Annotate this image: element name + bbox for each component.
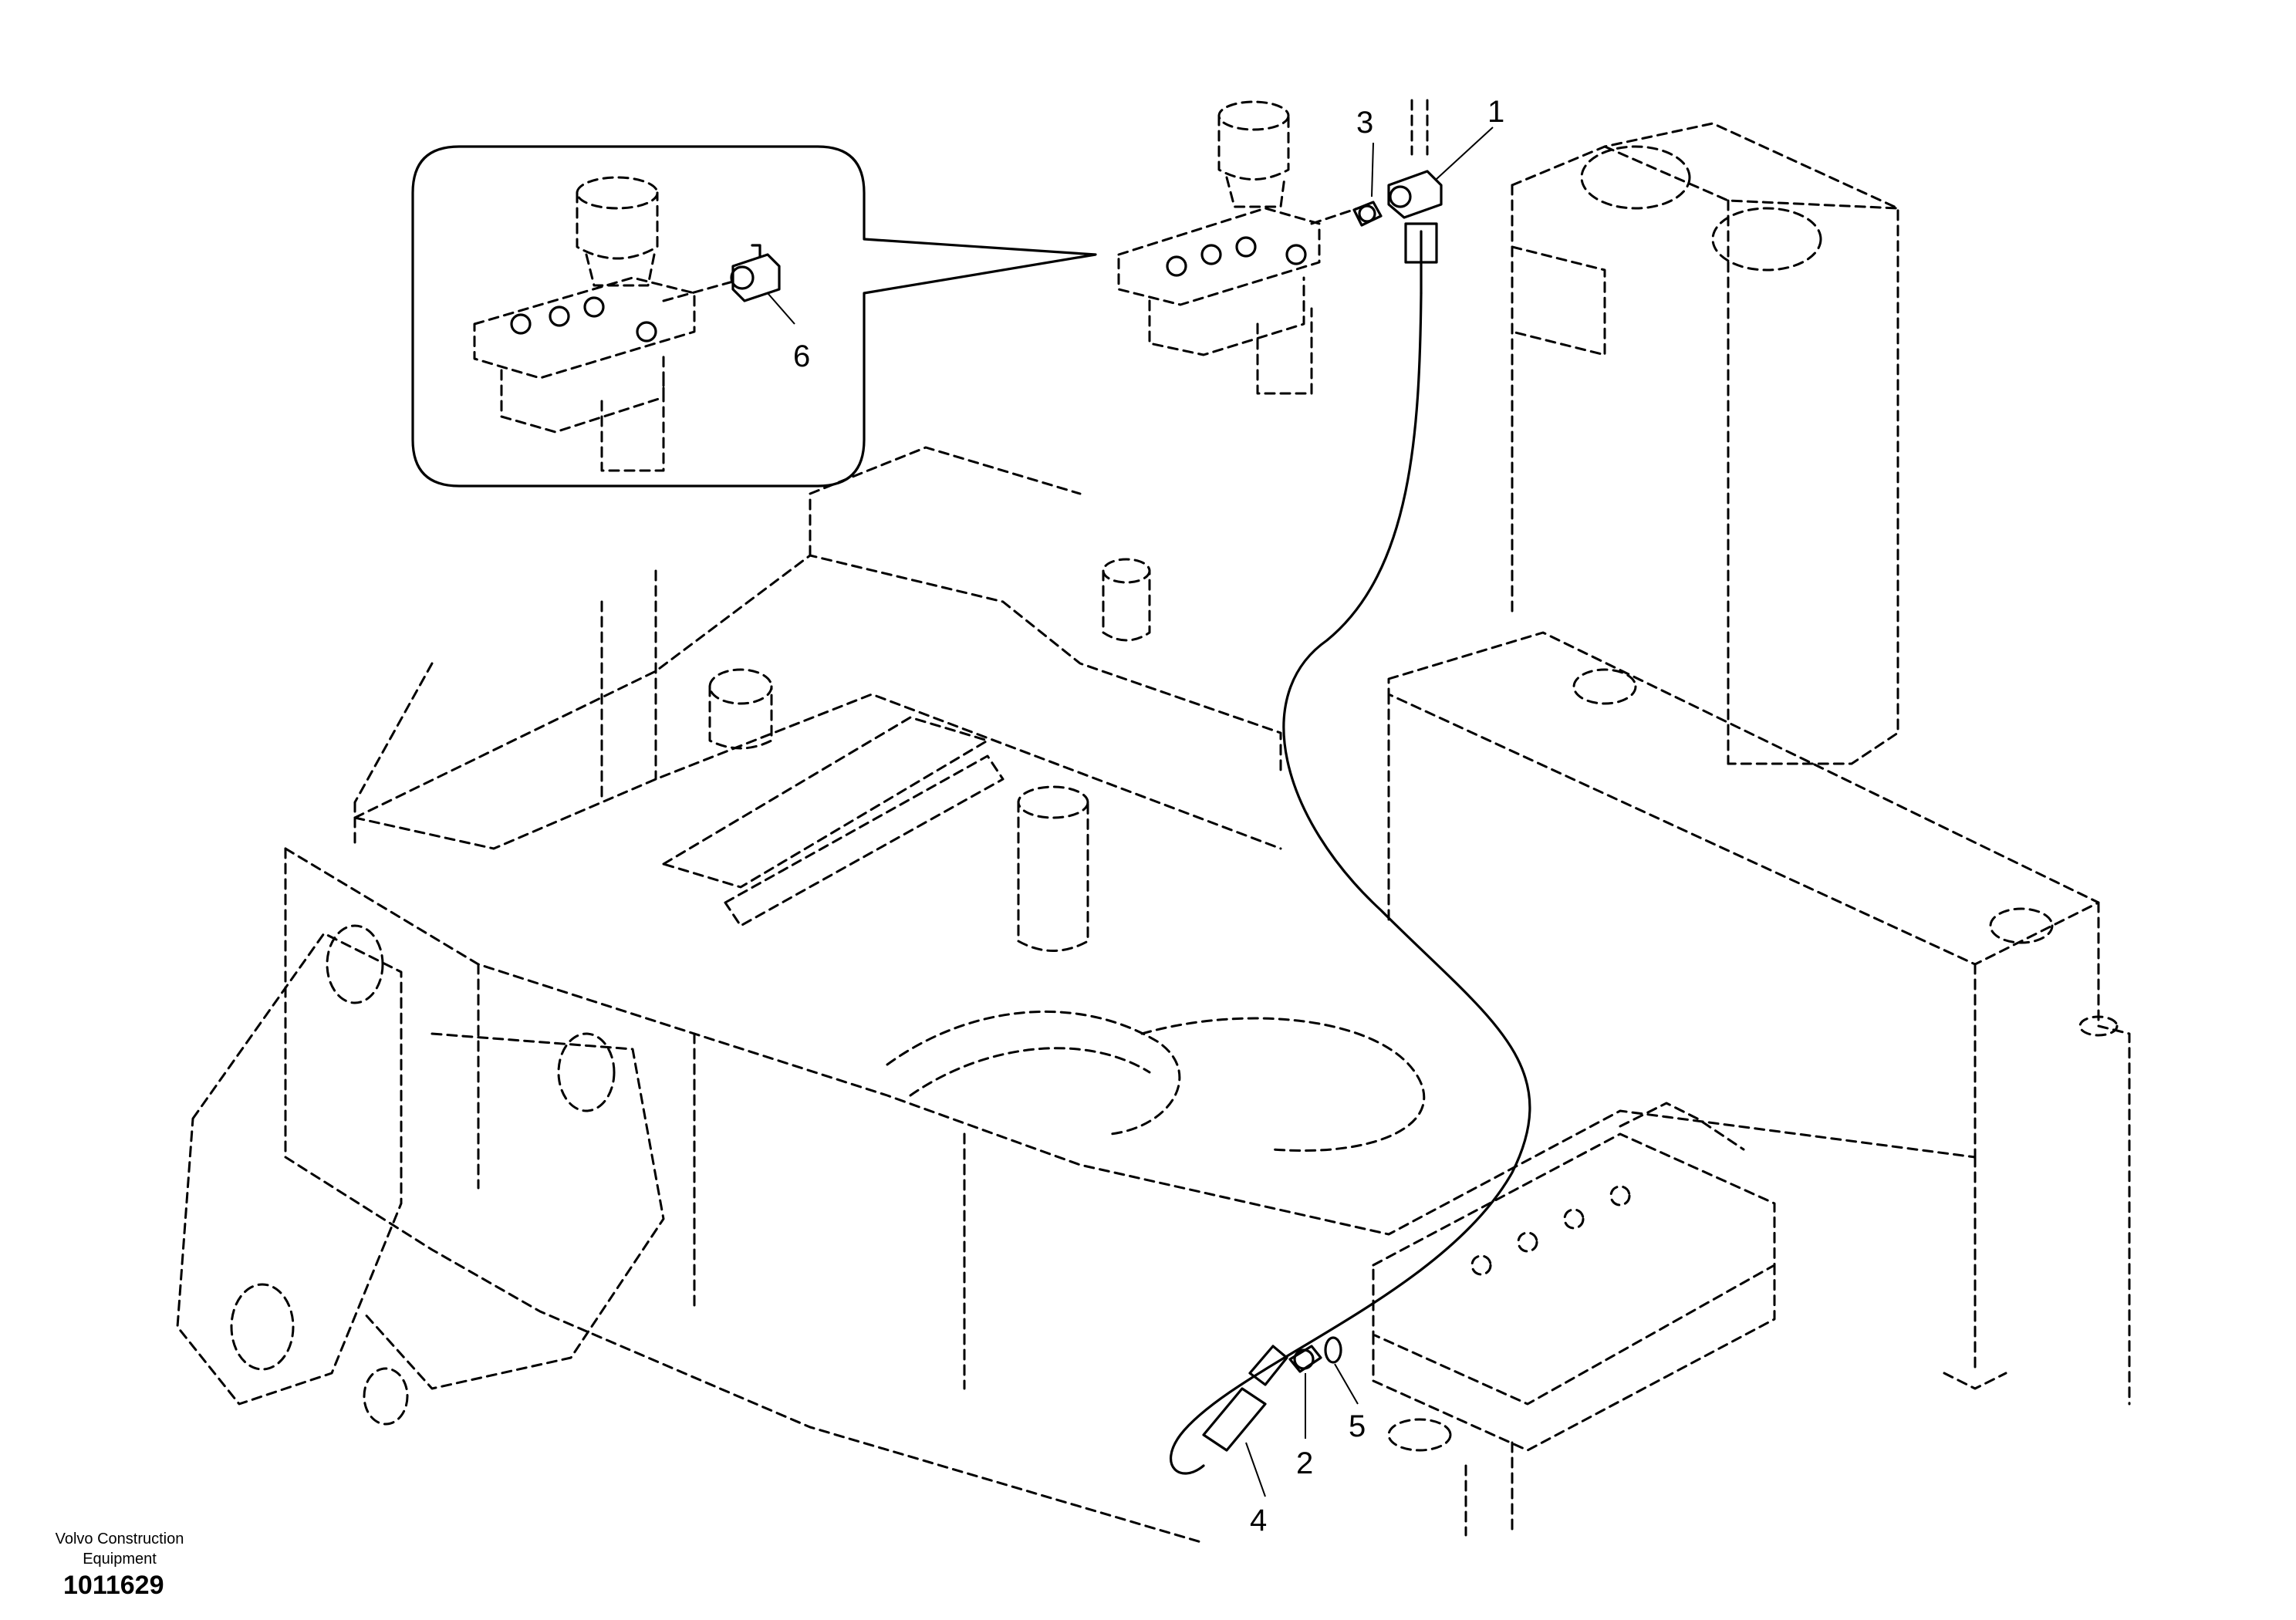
callout-3: 3 — [1356, 106, 1373, 140]
callout-1: 1 — [1487, 95, 1504, 129]
callout-6: 6 — [793, 339, 810, 373]
part-2-adapter — [1288, 1345, 1322, 1439]
part-3-adapter — [1352, 142, 1383, 227]
callout-5: 5 — [1349, 1409, 1366, 1443]
publisher-caption: Volvo Construction Equipment — [23, 1529, 216, 1569]
publisher-line-1: Volvo Construction — [55, 1531, 184, 1547]
main-manifold — [1117, 100, 1359, 395]
part-4-hose — [1170, 222, 1531, 1497]
inset-manifold — [473, 176, 734, 472]
drawing-number: 1011629 — [63, 1571, 164, 1600]
part-6-fitting — [730, 244, 795, 325]
inset-frame — [411, 145, 1097, 488]
callout-2: 2 — [1296, 1446, 1313, 1480]
publisher-line-2: Equipment — [83, 1551, 157, 1568]
part-5-o-ring — [1324, 1336, 1359, 1405]
machine-frame — [176, 122, 2131, 1544]
detail-inset: 6 — [411, 145, 1097, 488]
part-1-fitting — [1387, 99, 1494, 219]
callout-4: 4 — [1250, 1504, 1267, 1537]
